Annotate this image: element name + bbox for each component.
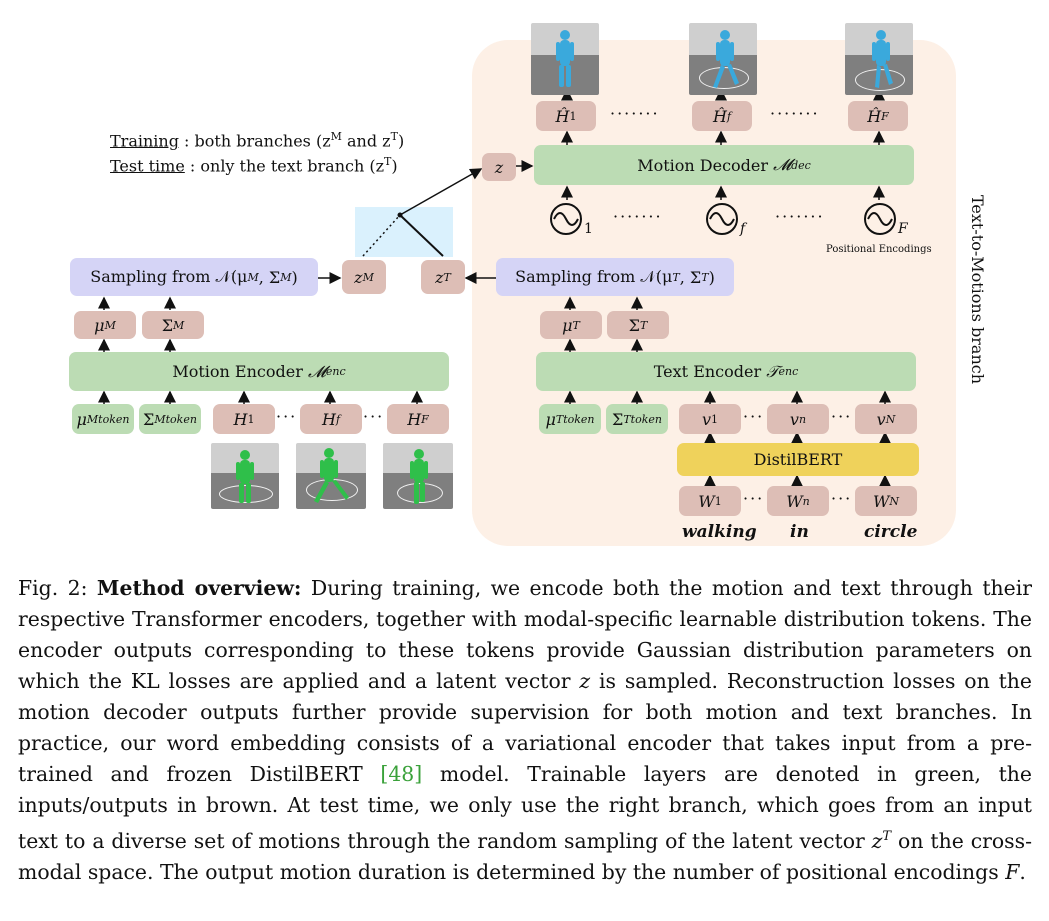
distilbert-box: DistilBERT xyxy=(677,443,919,476)
output-motion-figure-1 xyxy=(531,23,599,95)
output-motion-figure-f xyxy=(689,23,757,95)
motion-input-figure-1 xyxy=(211,443,279,509)
ellipsis: ··· xyxy=(276,407,298,426)
legend-training: Training : both branches (zM and zT) xyxy=(110,130,405,151)
ellipsis: ······· xyxy=(770,104,820,123)
positional-encodings-label: Positional Encodings xyxy=(826,244,932,255)
figure-caption: Fig. 2: Method overview: During training… xyxy=(18,576,1033,884)
text-to-motions-branch-label: Text-to-Motions branch xyxy=(968,195,987,385)
ellipsis: ······· xyxy=(613,207,663,226)
ellipsis: ··· xyxy=(743,407,765,426)
motion-input-figure-2 xyxy=(296,443,366,509)
ellipsis: ··· xyxy=(831,489,853,508)
positional-encoding-F-icon: F xyxy=(862,201,912,241)
ellipsis: ······· xyxy=(610,104,660,123)
ellipsis: ··· xyxy=(363,407,385,426)
legend-test-time: Test time : only the text branch (zT) xyxy=(110,155,398,176)
connector-lines xyxy=(98,88,891,487)
ellipsis: ······· xyxy=(775,207,825,226)
positional-encoding-f-icon: f xyxy=(704,201,754,241)
z-latent-box: z xyxy=(482,153,516,181)
input-word-1: walking xyxy=(682,522,757,542)
motion-input-figure-3 xyxy=(383,443,453,509)
ellipsis: ··· xyxy=(743,489,765,508)
positional-encoding-1-icon: 1 xyxy=(548,201,598,241)
input-word-3: circle xyxy=(864,522,918,542)
ellipsis: ··· xyxy=(831,407,853,426)
output-motion-figure-F xyxy=(845,23,913,95)
input-word-2: in xyxy=(790,522,809,542)
